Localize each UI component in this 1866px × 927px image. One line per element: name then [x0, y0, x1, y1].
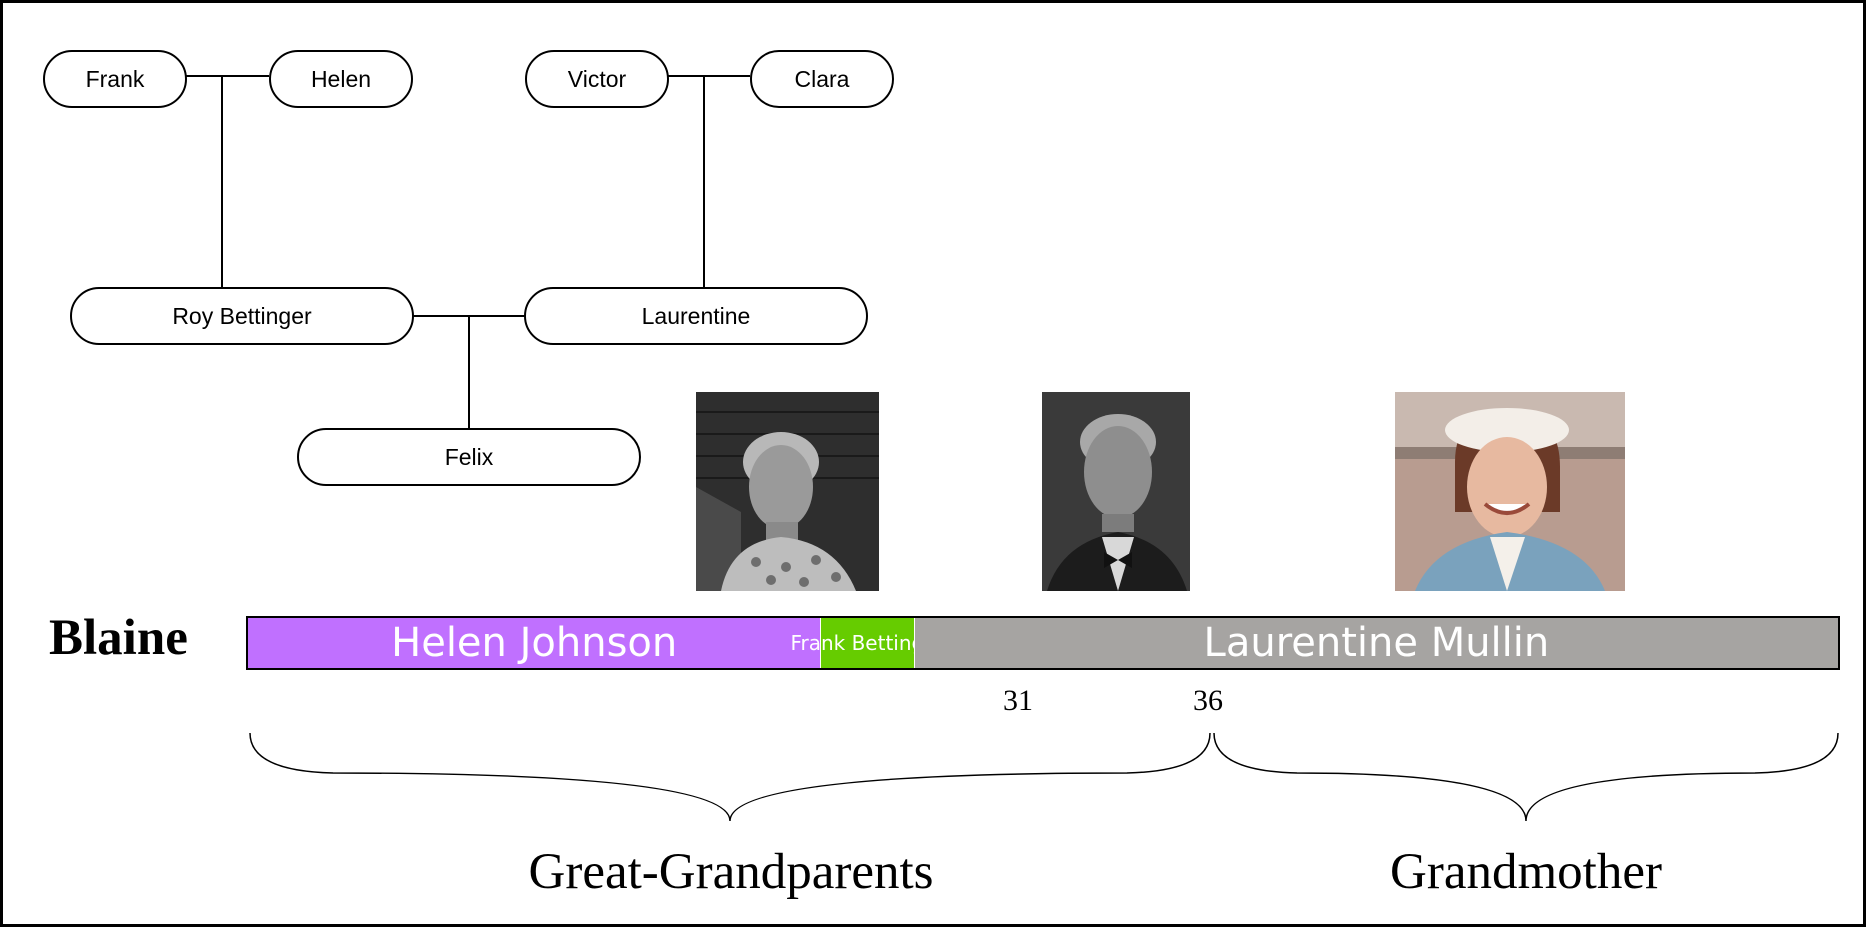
person-node-clara: Clara	[750, 50, 894, 108]
group-label-grandmother: Grandmother	[1390, 844, 1662, 900]
person-name: Clara	[794, 65, 850, 92]
portrait-photo-helen-johnson	[696, 392, 879, 591]
timeline-subject-name: Blaine	[49, 610, 188, 666]
person-name: Frank	[85, 65, 145, 92]
person-node-laurentine: Laurentine	[524, 287, 868, 345]
person-node-helen: Helen	[269, 50, 413, 108]
brace-grandmother	[1213, 732, 1839, 822]
segment-label: Laurentine Mullin	[1203, 620, 1550, 666]
portrait-photo-laurentine-mullin	[1395, 392, 1625, 591]
person-node-victor: Victor	[525, 50, 669, 108]
group-label-great-grandparents: Great-Grandparents	[528, 844, 934, 900]
timeline-tick-label: 36	[1193, 684, 1223, 717]
person-name: Laurentine	[641, 302, 751, 329]
person-name: Helen	[310, 65, 372, 92]
person-node-felix: Felix	[297, 428, 641, 486]
person-node-roy-bettinger: Roy Bettinger	[70, 287, 414, 345]
brace-great-grandparents	[249, 732, 1211, 822]
person-name: Roy Bettinger	[172, 302, 312, 329]
segment-label: Helen Johnson	[391, 620, 678, 666]
family-tree-lines	[185, 75, 750, 430]
person-node-frank: Frank	[43, 50, 187, 108]
timeline-bar: Helen Johnson Frank Bettinger Laurentine…	[246, 616, 1840, 670]
timeline-tick-label: 31	[1003, 684, 1033, 717]
group-braces	[249, 732, 1839, 822]
timeline-segment-laurentine-mullin: Laurentine Mullin	[913, 618, 1838, 668]
person-name: Felix	[444, 443, 494, 470]
timeline-segment-helen-johnson: Helen Johnson	[248, 618, 821, 668]
portrait-photo-frank-bettinger	[1042, 392, 1190, 591]
person-name: Victor	[567, 65, 627, 92]
